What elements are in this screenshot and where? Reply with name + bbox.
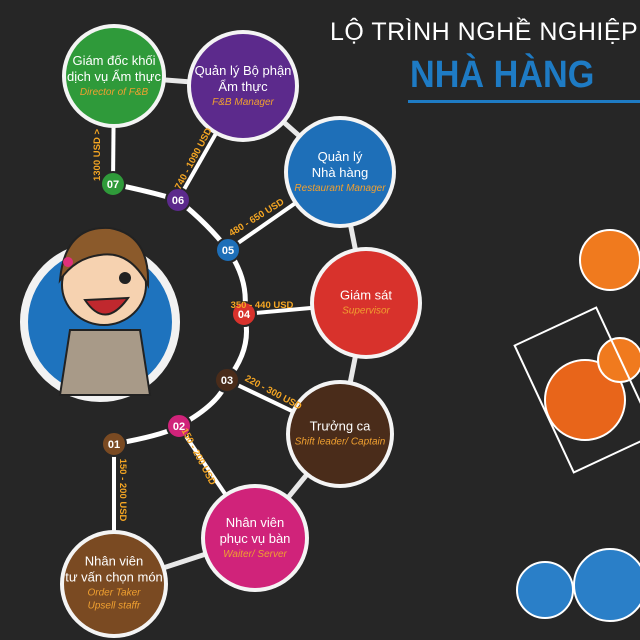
step-title-vi: Trưởng ca xyxy=(310,419,372,434)
step-title-vi: Giám đốc khối xyxy=(72,53,155,68)
step-circle xyxy=(290,384,390,484)
step-title-en: Upsell staffr xyxy=(88,601,141,612)
step-circle xyxy=(66,28,162,124)
step-number: 07 xyxy=(107,179,119,191)
step-number-badge xyxy=(165,187,191,213)
step-number-badge xyxy=(214,367,240,393)
step-number-badge xyxy=(231,301,257,327)
step-number: 06 xyxy=(172,195,184,207)
step-title-vi: tư vấn chọn món xyxy=(65,570,163,585)
food-shape xyxy=(544,359,626,441)
food-illustration xyxy=(513,229,640,622)
salary-label: 740 - 1090 USD xyxy=(173,126,215,191)
step-title-en: Shift leader/ Captain xyxy=(295,437,386,448)
step-circle xyxy=(205,488,305,588)
step-title-vi: Quản lý Bộ phận xyxy=(195,63,292,78)
title-line1: LỘ TRÌNH NGHỀ NGHIỆP xyxy=(330,18,639,46)
mascot-avatar xyxy=(20,226,180,402)
salary-label: 150 - 200 USD xyxy=(179,427,218,488)
food-shape xyxy=(579,229,640,291)
step-title-vi: phục vụ bàn xyxy=(220,531,291,546)
step-title-vi: Nhân viên xyxy=(85,554,144,569)
step-title-en: Order Taker xyxy=(88,588,142,599)
sushi-board xyxy=(513,306,640,474)
step-title-en: Director of F&B xyxy=(80,87,149,98)
step-number-badge xyxy=(166,413,192,439)
step-number: 05 xyxy=(222,245,234,257)
food-shape xyxy=(573,548,640,622)
step-title-vi: Nhà hàng xyxy=(312,165,368,180)
step-number: 01 xyxy=(108,439,120,451)
title-line2: NHÀ HÀNG xyxy=(410,54,595,96)
step-title-en: F&B Manager xyxy=(212,97,274,108)
title-underline xyxy=(408,100,640,103)
step-number-badge xyxy=(215,237,241,263)
salary-label: 350 - 440 USD xyxy=(231,300,294,311)
step-circle xyxy=(314,251,418,355)
step-number: 03 xyxy=(221,375,233,387)
step-circle xyxy=(191,34,295,138)
step-title-en: Restaurant Manager xyxy=(294,183,386,194)
step-title-vi: Giám sát xyxy=(340,288,392,303)
step-title-en: Waiter/ Server xyxy=(223,549,287,560)
step-title-vi: Ẩm thực xyxy=(218,79,268,94)
career-step-03: Trưởng ca Shift leader/ Captain xyxy=(286,380,394,488)
step-circle xyxy=(64,534,164,634)
step-circle xyxy=(288,120,392,224)
step-number-badge xyxy=(100,171,126,197)
step-number: 02 xyxy=(173,421,185,433)
salary-label: 1300 USD > xyxy=(92,129,103,181)
food-shape xyxy=(516,561,574,619)
food-shape xyxy=(597,337,640,383)
step-title-vi: Quản lý xyxy=(318,149,363,164)
step-title-vi: Nhân viên xyxy=(226,515,285,530)
step-number: 04 xyxy=(238,309,251,321)
step-title-vi: dịch vụ Ẩm thực xyxy=(67,69,161,84)
salary-label: 150 - 200 USD xyxy=(117,459,128,522)
step-title-en: Supervisor xyxy=(342,306,390,317)
step-number-badge xyxy=(101,431,127,457)
